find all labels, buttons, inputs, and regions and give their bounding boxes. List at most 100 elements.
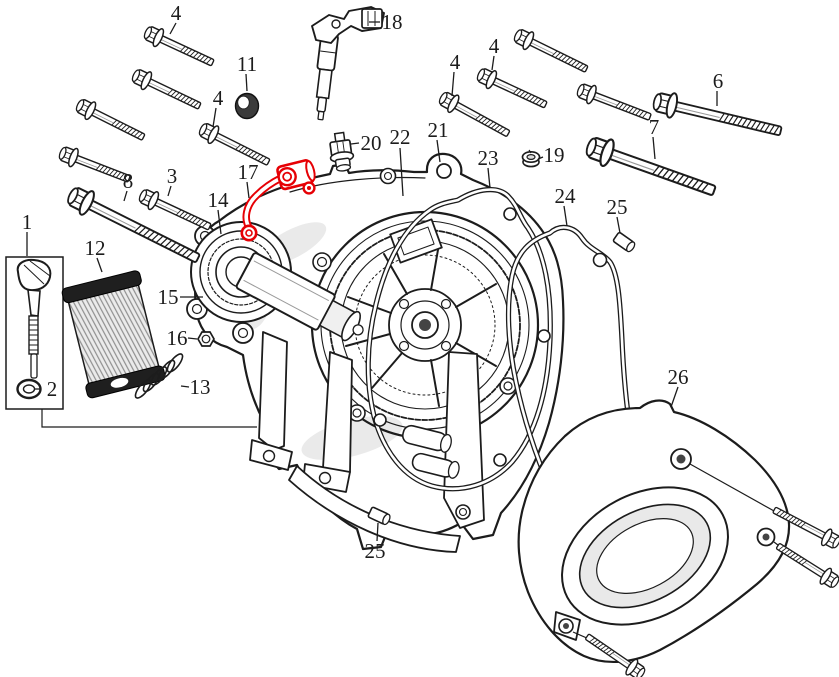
part-number-1: 1 bbox=[22, 210, 33, 234]
part-number-8: 8 bbox=[123, 169, 134, 193]
leader-line bbox=[217, 209, 222, 235]
part-number-16: 16 bbox=[167, 326, 188, 350]
callout-22: 22 bbox=[390, 125, 411, 197]
leader-line bbox=[180, 385, 190, 388]
leader-line bbox=[169, 22, 177, 35]
callout-8: 8 bbox=[123, 169, 134, 202]
flange-bolt-drawing bbox=[775, 543, 839, 588]
flange-bolt-drawing bbox=[476, 68, 548, 109]
leader-line bbox=[451, 71, 455, 97]
callout-15: 15 bbox=[158, 285, 203, 309]
callout-4d: 4 bbox=[450, 50, 461, 97]
leader-line bbox=[376, 522, 379, 542]
leader-line bbox=[537, 156, 544, 160]
crankshaft-cylinder bbox=[235, 252, 364, 342]
leader-line bbox=[399, 147, 404, 197]
callout-1: 1 bbox=[22, 210, 33, 256]
leader-line bbox=[487, 167, 491, 189]
leader-line bbox=[96, 257, 103, 273]
part-number-18: 18 bbox=[382, 10, 403, 34]
leader-line bbox=[491, 55, 495, 71]
part-11-bushing bbox=[234, 92, 260, 120]
callout-3: 3 bbox=[167, 164, 178, 197]
flange-bolt-drawing bbox=[143, 26, 215, 67]
part-16-plug bbox=[197, 331, 215, 347]
part-20-plug bbox=[329, 131, 355, 172]
flange-bolts-layer bbox=[58, 26, 839, 677]
part-number-12: 12 bbox=[85, 236, 106, 260]
part-number-3: 3 bbox=[167, 164, 178, 188]
callout-18: 18 bbox=[369, 10, 403, 34]
callout-16: 16 bbox=[167, 326, 198, 350]
part-number-20: 20 bbox=[361, 131, 382, 155]
part-1-connector-line bbox=[41, 409, 257, 428]
part-23-gasket bbox=[365, 187, 553, 492]
part-number-22: 22 bbox=[390, 125, 411, 149]
part-number-4b: 4 bbox=[213, 86, 224, 110]
callout-12: 12 bbox=[85, 236, 106, 273]
flange-bolt-drawing bbox=[772, 506, 839, 549]
part-12-oil-filter bbox=[61, 270, 166, 399]
callout-11: 11 bbox=[237, 52, 257, 92]
callout-23: 23 bbox=[478, 146, 499, 189]
leader-line bbox=[167, 185, 172, 197]
callout-6: 6 bbox=[713, 69, 723, 106]
part-number-21: 21 bbox=[428, 118, 449, 142]
part-number-11: 11 bbox=[237, 52, 257, 76]
flange-bolt-drawing bbox=[67, 187, 201, 263]
flange-bolt-drawing bbox=[131, 69, 202, 110]
leader-line bbox=[212, 107, 217, 128]
callout-13: 13 bbox=[180, 375, 211, 399]
leader-line bbox=[350, 142, 360, 145]
callout-4b: 4 bbox=[212, 86, 224, 128]
part-number-25b: 25 bbox=[365, 539, 386, 563]
part-number-14: 14 bbox=[208, 188, 230, 212]
part-number-7: 7 bbox=[649, 115, 660, 139]
mount-ear-hole bbox=[436, 163, 452, 179]
part-number-24: 24 bbox=[555, 184, 577, 208]
part-number-13: 13 bbox=[190, 375, 211, 399]
callout-26: 26 bbox=[668, 365, 689, 408]
flange-bolt-drawing bbox=[652, 92, 783, 136]
leader-line bbox=[123, 190, 128, 202]
callout-20: 20 bbox=[350, 131, 382, 155]
part-number-4a: 4 bbox=[171, 1, 182, 25]
leader-line bbox=[436, 139, 441, 163]
part-number-25a: 25 bbox=[607, 195, 628, 219]
callout-21: 21 bbox=[428, 118, 449, 163]
callout-4a: 4 bbox=[169, 1, 182, 35]
callout-14: 14 bbox=[208, 188, 230, 235]
flange-bolt-drawing bbox=[585, 633, 646, 677]
flange-bolt-drawing bbox=[438, 91, 511, 137]
leader-line bbox=[187, 337, 198, 340]
part-number-17: 17 bbox=[238, 160, 259, 184]
part-number-2: 2 bbox=[47, 377, 58, 401]
part-number-15: 15 bbox=[158, 285, 179, 309]
leader-line bbox=[616, 216, 621, 234]
leader-line bbox=[246, 181, 250, 199]
part-25-dowel-pin bbox=[367, 506, 391, 526]
flange-bolt-drawing bbox=[138, 189, 212, 231]
callout-24: 24 bbox=[555, 184, 577, 227]
flange-bolt-drawing bbox=[58, 146, 131, 183]
callouts-layer: 4 11 4 18 20 22 21 4 4 6 7 19 23 24 25 17 14 8 3 1 12 2 15 16 13… bbox=[22, 1, 724, 563]
leader-line bbox=[652, 136, 656, 160]
callout-19: 19 bbox=[537, 143, 565, 167]
callout-2: 2 bbox=[34, 377, 57, 401]
part-1-dipstick-assembly bbox=[5, 256, 64, 410]
callout-4c: 4 bbox=[489, 34, 500, 71]
flange-bolt-drawing bbox=[513, 29, 589, 73]
leader-line bbox=[670, 386, 679, 408]
part-number-23: 23 bbox=[478, 146, 499, 170]
leader-line bbox=[245, 73, 248, 92]
flange-bolt-drawing bbox=[198, 123, 271, 166]
part-number-4d: 4 bbox=[450, 50, 461, 74]
callout-17: 17 bbox=[238, 160, 259, 199]
part-25-dowel-pin bbox=[612, 231, 636, 253]
callout-7: 7 bbox=[649, 115, 660, 160]
part-22-crankcase-cover bbox=[186, 152, 565, 553]
flange-bolt-drawing bbox=[576, 83, 652, 121]
leader-line bbox=[563, 205, 568, 227]
part-19-nut bbox=[521, 149, 541, 168]
